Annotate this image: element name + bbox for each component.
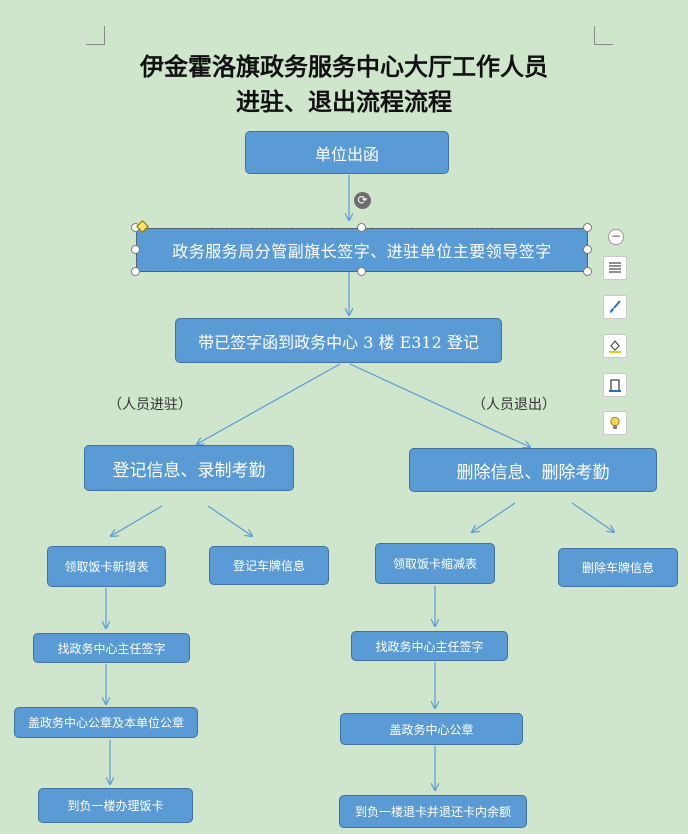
node-unit-letter-label: 单位出函	[314, 144, 379, 164]
smart-suggestion-button[interactable]	[603, 411, 627, 435]
page-corner-mark-left	[86, 26, 105, 45]
collapse-minus-icon[interactable]: −	[608, 229, 624, 245]
layout-options-button[interactable]	[603, 256, 627, 280]
resize-handle-middle-left[interactable]	[131, 245, 140, 254]
resize-handle-top-center[interactable]	[357, 223, 366, 232]
resize-handle-bottom-left[interactable]	[131, 267, 140, 276]
node-issue-meal-card[interactable]: 到负一楼办理饭卡	[38, 788, 193, 823]
rotate-handle-icon[interactable]: ⟳	[354, 192, 371, 209]
node-stamp-both-label: 盖政务中心公章及本单位公章	[27, 716, 184, 730]
fill-bucket-icon	[609, 340, 621, 353]
connector-exit-to-mealcard	[472, 502, 516, 532]
connector-enter-to-mealcard	[111, 505, 163, 536]
branch-label-exit: （人员退出）	[472, 397, 556, 413]
node-delete-info-label: 删除信息、删除考勤	[456, 462, 610, 483]
outline-icon	[609, 379, 621, 392]
node-delete-plate-label: 删除车牌信息	[581, 561, 654, 575]
connector-enter-to-plate	[207, 505, 252, 536]
node-sign-off[interactable]: 政务服务局分管副旗长签字、进驻单位主要领导签字	[136, 228, 588, 272]
node-return-meal-card-label: 到负一楼退卡并退还卡内余额	[354, 805, 511, 819]
node-register-label: 带已签字函到政务中心 3 楼 E312 登记	[198, 332, 479, 352]
node-register-plate-label: 登记车牌信息	[232, 559, 305, 573]
shape-fill-button[interactable]	[603, 334, 627, 358]
shape-outline-button[interactable]	[603, 373, 627, 397]
node-meal-card-reduce-label: 领取饭卡缩减表	[392, 557, 477, 571]
node-stamp-center-label: 盖政务中心公章	[389, 722, 474, 737]
connector-exit-to-plate	[571, 502, 614, 532]
branch-label-enter: （人员进驻）	[108, 397, 192, 413]
node-issue-meal-card-label: 到负一楼办理饭卡	[67, 799, 164, 813]
node-meal-card-add[interactable]: 领取饭卡新增表	[47, 546, 166, 587]
connector-register-to-exit	[349, 363, 530, 447]
page-title-line-1: 伊金霍洛旗政务服务中心大厅工作人员	[140, 52, 548, 81]
layout-options-icon	[609, 262, 621, 273]
node-stamp-center[interactable]: 盖政务中心公章	[340, 713, 523, 745]
node-director-sign-left[interactable]: 找政务中心主任签字	[33, 633, 190, 663]
node-enter-info-label: 登记信息、录制考勤	[112, 460, 266, 481]
node-sign-off-label: 政务服务局分管副旗长签字、进驻单位主要领导签字	[172, 242, 552, 261]
node-stamp-both[interactable]: 盖政务中心公章及本单位公章	[14, 707, 198, 738]
node-meal-card-add-label: 领取饭卡新增表	[64, 560, 149, 574]
node-register[interactable]: 带已签字函到政务中心 3 楼 E312 登记	[175, 318, 502, 363]
node-director-sign-right[interactable]: 找政务中心主任签字	[351, 631, 508, 661]
style-brush-icon	[610, 300, 621, 313]
node-meal-card-reduce[interactable]: 领取饭卡缩减表	[375, 543, 495, 584]
node-director-sign-right-label: 找政务中心主任签字	[375, 639, 484, 654]
node-director-sign-left-label: 找政务中心主任签字	[57, 641, 166, 656]
node-return-meal-card[interactable]: 到负一楼退卡并退还卡内余额	[339, 795, 527, 828]
node-enter-info[interactable]: 登记信息、录制考勤	[84, 445, 294, 491]
resize-handle-top-right[interactable]	[583, 223, 592, 232]
lightbulb-icon	[610, 416, 620, 429]
shape-style-button[interactable]	[603, 295, 627, 319]
page-title-line-2: 进驻、退出流程流程	[236, 87, 452, 116]
resize-handle-middle-right[interactable]	[583, 245, 592, 254]
resize-handle-bottom-right[interactable]	[583, 267, 592, 276]
node-delete-plate[interactable]: 删除车牌信息	[558, 548, 678, 587]
node-register-plate[interactable]: 登记车牌信息	[209, 546, 329, 585]
page-corner-mark-right	[594, 26, 613, 45]
node-unit-letter[interactable]: 单位出函	[245, 131, 449, 174]
node-delete-info[interactable]: 删除信息、删除考勤	[409, 448, 657, 492]
connector-register-to-enter	[197, 363, 341, 444]
resize-handle-bottom-center[interactable]	[357, 267, 366, 276]
